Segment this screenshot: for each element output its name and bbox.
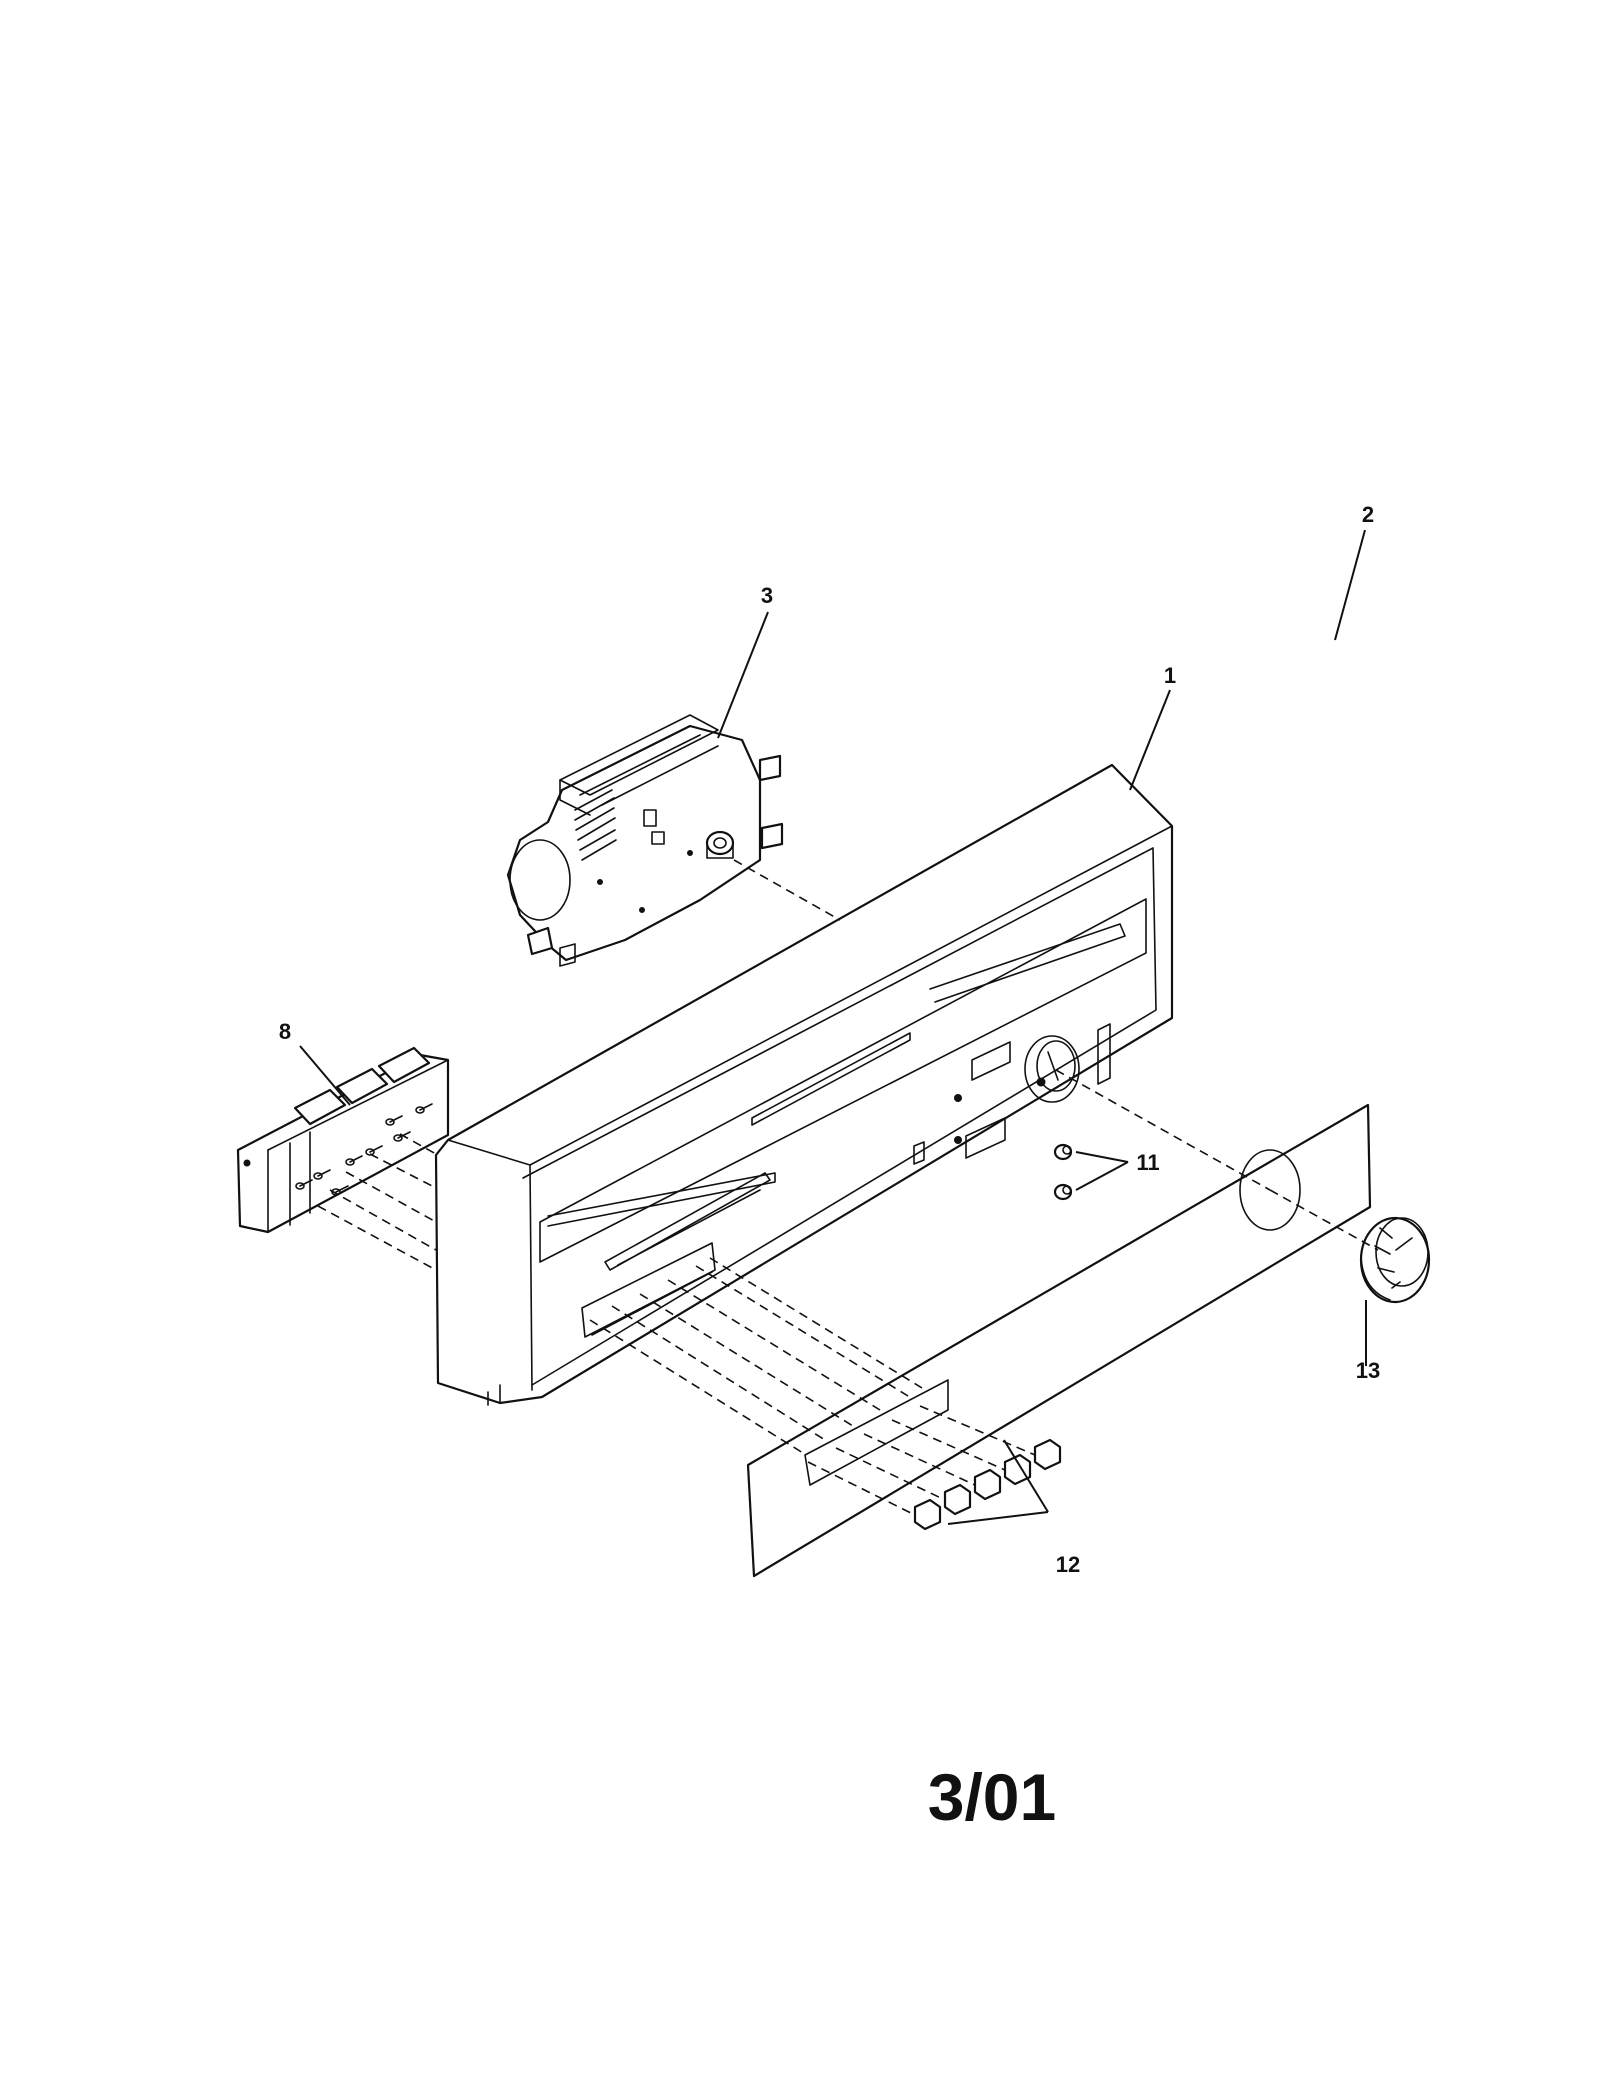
knob-part-13 — [1359, 1216, 1431, 1304]
graphic-panel-part-2 — [746, 1103, 1372, 1578]
callout-knob: 13 — [1356, 1358, 1380, 1383]
callout-screws: 11 — [1136, 1150, 1159, 1175]
callout-labels: 3 1 8 2 11 12 13 — [279, 502, 1380, 1577]
leader-lines — [299, 529, 1367, 1525]
switch-assembly-part-8 — [236, 1046, 450, 1234]
callout-graphic-panel: 2 — [1362, 502, 1374, 527]
revision-label: 3/01 — [928, 1760, 1056, 1834]
screws-part-11 — [1053, 1143, 1073, 1201]
callout-switch-assembly: 8 — [279, 1019, 291, 1044]
assembly-lines — [317, 859, 1379, 1516]
callout-console-panel: 1 — [1164, 663, 1176, 688]
push-buttons-part-12 — [913, 1438, 1062, 1531]
callout-push-buttons: 12 — [1056, 1552, 1080, 1577]
timer-part-3 — [506, 714, 784, 967]
callout-timer: 3 — [761, 583, 773, 608]
